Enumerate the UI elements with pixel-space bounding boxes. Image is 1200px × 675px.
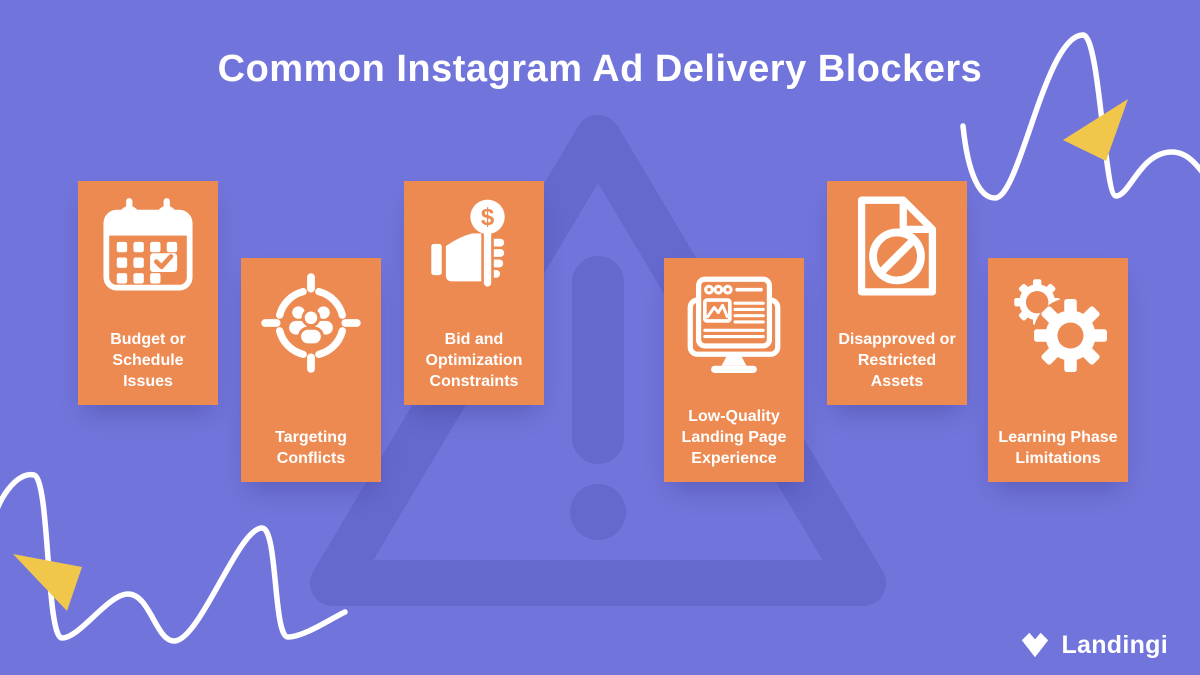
yellow-triangle-bottom-left-icon bbox=[13, 554, 82, 611]
card-label: Targeting Conflicts bbox=[275, 428, 347, 467]
card-targeting-conflicts: Targeting Conflicts bbox=[241, 258, 381, 482]
card-disapproved-restricted-assets: Disapproved or Restricted Assets bbox=[827, 181, 967, 405]
landingi-logo: Landingi bbox=[1019, 629, 1168, 661]
yellow-triangle-top-right-icon bbox=[1063, 99, 1128, 161]
squiggle-bottom-left bbox=[0, 471, 348, 644]
card-low-quality-landing-page: Low-Quality Landing Page Experience bbox=[664, 258, 804, 482]
landingi-logo-text: Landingi bbox=[1061, 630, 1168, 659]
landing-page-monitor-icon bbox=[684, 273, 784, 373]
squiggle-top-right bbox=[960, 32, 1200, 201]
card-learning-phase-limitations: Learning Phase Limitations bbox=[988, 258, 1128, 482]
card-label: Disapproved or Restricted Assets bbox=[838, 330, 956, 390]
card-label: Low-Quality Landing Page Experience bbox=[681, 407, 787, 467]
page-title: Common Instagram Ad Delivery Blockers bbox=[217, 48, 983, 90]
blocked-document-icon bbox=[847, 196, 947, 296]
card-label: Learning Phase Limitations bbox=[998, 428, 1118, 467]
card-budget-schedule-issues: Budget or Schedule Issues bbox=[78, 181, 218, 405]
landingi-logo-icon bbox=[1022, 632, 1049, 658]
bid-paddle-dollar-icon: $ bbox=[424, 196, 524, 296]
audience-target-icon bbox=[261, 273, 361, 373]
calendar-check-icon bbox=[98, 196, 198, 296]
svg-text:$: $ bbox=[481, 204, 494, 231]
card-label: Budget or Schedule Issues bbox=[110, 330, 186, 390]
card-bid-optimization-constraints: $ Bid and Optimization Constraints bbox=[404, 181, 544, 405]
card-label: Bid and Optimization Constraints bbox=[425, 330, 523, 390]
gears-icon bbox=[1008, 273, 1108, 373]
